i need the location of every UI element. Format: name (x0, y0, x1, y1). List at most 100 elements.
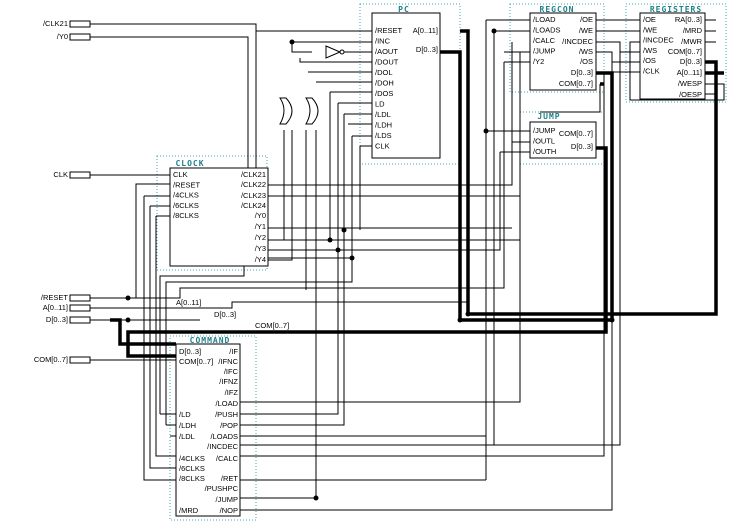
command-title: COMMAND (190, 336, 231, 345)
pc-pin-left: /DOUT (375, 58, 399, 67)
registers-pin-left: /OS (643, 56, 656, 65)
command-pin-right: /CALC (216, 454, 239, 463)
pc-pin-left: /DOH (375, 79, 394, 88)
bus-net-label: A[0..11] (176, 298, 201, 307)
command-pin-right: /IFC (224, 367, 239, 376)
command-pin-right: /INCDEC (207, 442, 238, 451)
pc-pin-right: A[0..11] (413, 26, 438, 35)
logic-gates (279, 45, 345, 125)
pc-pin-left: /LDS (375, 131, 392, 140)
clock-pin-right: /CLK22 (241, 180, 266, 189)
command-pin-right: /LOADS (210, 432, 238, 441)
clock-pin-left: /8CLKS (173, 211, 199, 220)
command-pin-left: /LD (179, 410, 191, 419)
clock-title: CLOCK (175, 159, 204, 168)
registers-pin-right: /MRD (683, 26, 703, 35)
regcon-pin-right: /OE (580, 15, 593, 24)
regcon-pin-right: COM[0..7] (559, 79, 593, 88)
registers-pin-right: A[0..11] (677, 68, 702, 77)
registers-pin-right: D[0..3] (680, 57, 702, 66)
command-pin-left: /8CLKS (179, 474, 205, 483)
command-pin-right: /IFZ (225, 388, 239, 397)
command-pin-right: /PUSH (215, 410, 238, 419)
regcon-pin-left: /JUMP (533, 47, 556, 56)
command-pin-left: COM[0..7] (179, 357, 213, 366)
command-pin-right: /POP (220, 421, 238, 430)
clock-pin-left: /6CLKS (173, 201, 199, 210)
registers-pin-right: /WESP (678, 79, 702, 88)
registers-pin-left: /WE (643, 25, 657, 34)
input-port-label: CLK (53, 170, 68, 179)
pc-pin-right: D[0..3] (416, 45, 438, 54)
jump-pin-left: /OUTH (533, 147, 556, 156)
regcon-pin-left: /LOADS (533, 26, 561, 35)
command-pin-right: /NOP (220, 506, 238, 515)
regcon-pin-right: /WS (579, 47, 593, 56)
registers-title: REGISTERS (650, 5, 702, 14)
command-pin-right: /LOAD (215, 399, 238, 408)
pc-pin-left: /AOUT (375, 47, 398, 56)
command-pin-right: /PUSHPC (205, 484, 239, 493)
jump-title: JUMP (537, 112, 560, 121)
bus-net-label: D[0..3] (214, 310, 236, 319)
regcon-pin-right: /INCDEC (562, 37, 593, 46)
input-port-label: /CLK21 (43, 19, 68, 28)
pc-pin-left: /INC (375, 37, 391, 46)
registers-pin-left: /WS (643, 46, 657, 55)
net-labels: A[0..11]D[0..3]COM[0..7] (176, 298, 289, 330)
clock-pin-right: /Y1 (255, 222, 266, 231)
component-bodies (169, 12, 706, 517)
clock-pin-left: /RESET (173, 180, 201, 189)
command-pin-left: /4CLKS (179, 454, 205, 463)
input-port-label: COM[0..7] (34, 355, 68, 364)
clock-pin-right: /CLK24 (241, 201, 266, 210)
clock-pin-right: /Y3 (255, 244, 266, 253)
command-pin-right: /IF (229, 347, 238, 356)
pc-pin-left: CLK (375, 142, 390, 151)
clock-pin-right: /Y4 (255, 255, 266, 264)
command-pin-right: /RET (221, 474, 239, 483)
clock-pin-left: /4CLKS (173, 191, 199, 200)
regcon-title: REGCON (540, 5, 575, 14)
regcon-pin-right: /OS (580, 57, 593, 66)
regcon-pin-left: /LOAD (533, 15, 556, 24)
registers-pin-left: /OE (643, 15, 656, 24)
input-pads (69, 20, 110, 364)
registers-pin-left: /CLK (643, 67, 660, 76)
jump-pin-left: /JUMP (533, 126, 556, 135)
pc-title: PC (398, 5, 410, 14)
clock-pin-right: /Y0 (255, 211, 266, 220)
pc-pin-left: /LDL (375, 110, 391, 119)
command-pin-left: /LDH (179, 421, 196, 430)
clock-pin-right: /Y2 (255, 233, 266, 242)
clock-pin-right: /CLK23 (241, 191, 266, 200)
pc-pin-left: /DOL (375, 68, 393, 77)
command-pin-right: /IFNC (218, 357, 238, 366)
jump-pin-left: /OUTL (533, 137, 555, 146)
jump-pin-right: COM[0..7] (559, 129, 593, 138)
command-pin-left: /LDL (179, 432, 195, 441)
registers-pin-right: COM[0..7] (668, 47, 702, 56)
port-labels: /CLK21/Y0CLK/RESETA[0..11]D[0..3]COM[0..… (34, 19, 69, 364)
block-titles: PC REGCON REGISTERS JUMP CLOCK COMMAND (175, 5, 702, 345)
command-pin-right: /IFNZ (219, 377, 238, 386)
pc-pin-left: LD (375, 100, 385, 109)
pc-pin-left: /DOS (375, 89, 393, 98)
pc-pin-left: /RESET (375, 26, 403, 35)
jump-pin-right: D[0..3] (571, 142, 593, 151)
clock-pin-right: /CLK21 (241, 170, 266, 179)
input-port-label: D[0..3] (46, 315, 68, 324)
signal-wires (90, 19, 725, 511)
input-port-label: A[0..11] (43, 303, 68, 312)
pin-labels: /RESET/INC/AOUT/DOUT/DOL/DOH/DOS LD/LDL/L… (173, 15, 703, 515)
registers-pin-right: /OESP (679, 90, 702, 99)
registers-pin-right: /MWR (681, 37, 702, 46)
command-pin-left: /6CLKS (179, 464, 205, 473)
command-pin-left: /MRD (179, 506, 199, 515)
input-port-label: /Y0 (57, 32, 68, 41)
command-pin-right: /JUMP (216, 495, 239, 504)
clock-pin-left: CLK (173, 170, 188, 179)
regcon-pin-right: D[0..3] (571, 68, 593, 77)
